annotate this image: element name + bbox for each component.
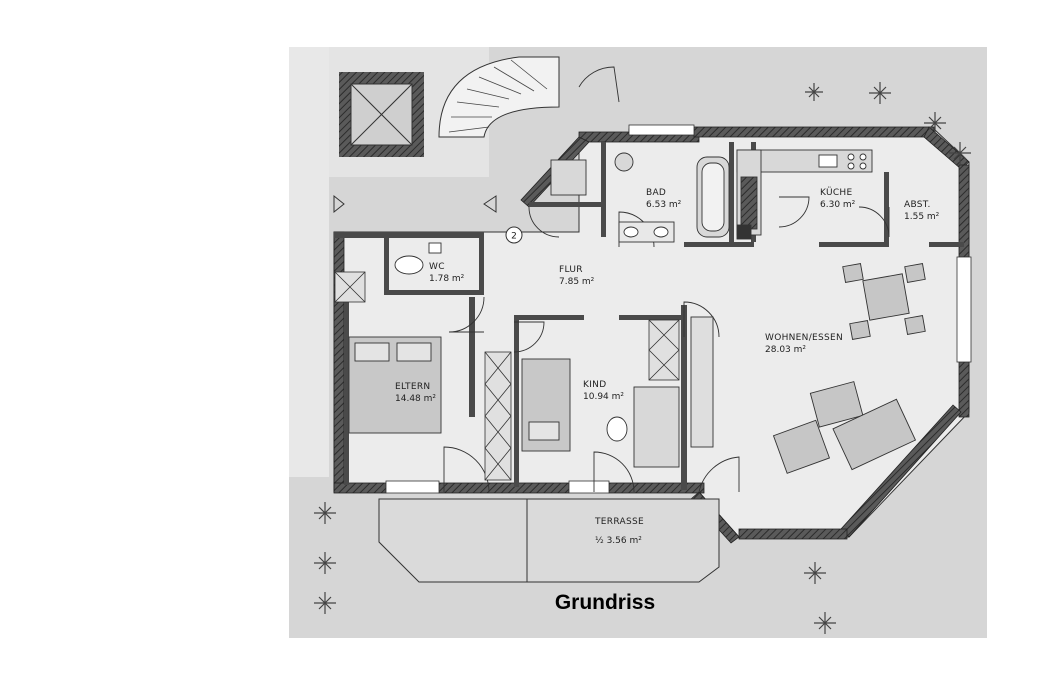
staircase-zone <box>329 47 560 214</box>
door-marker <box>505 226 523 244</box>
bathroom-fixtures <box>394 152 730 442</box>
label-abst: ABST. <box>904 200 931 210</box>
area-flur: 7.85 m² <box>559 277 595 287</box>
label-eltern: ELTERN <box>395 382 430 392</box>
bedroom-furniture <box>348 336 680 468</box>
area-eltern: 14.48 m² <box>395 394 436 404</box>
label-bad: BAD <box>646 188 666 198</box>
kitchen-counter <box>736 149 873 240</box>
terrace-area <box>378 498 720 583</box>
floor-plan: 2 BAD 6.53 m² KÜCHE 6.30 m² ABST. 1.55 m… <box>289 47 987 638</box>
area-abst: 1.55 m² <box>904 212 940 222</box>
area-kueche: 6.30 m² <box>820 200 856 210</box>
label-flur: FLUR <box>559 265 583 275</box>
label-wc: WC <box>429 262 445 272</box>
windows <box>385 124 972 494</box>
area-terrasse: ½ 3.56 m² <box>595 536 642 546</box>
plan-caption: Grundriss <box>554 591 656 614</box>
floor-plan-drawing: 2 BAD 6.53 m² KÜCHE 6.30 m² ABST. 1.55 m… <box>289 47 987 638</box>
area-wohnen: 28.03 m² <box>765 345 806 355</box>
door-marker-label: 2 <box>511 232 517 242</box>
area-kind: 10.94 m² <box>583 392 624 402</box>
living-furniture <box>690 263 926 474</box>
label-kind: KIND <box>583 380 606 390</box>
label-terrasse: TERRASSE <box>594 517 644 527</box>
label-kueche: KÜCHE <box>820 187 853 198</box>
closets <box>334 271 680 481</box>
room-labels: BAD 6.53 m² KÜCHE 6.30 m² ABST. 1.55 m² … <box>395 187 940 546</box>
neighbour-strip <box>289 47 329 477</box>
plant-symbols <box>314 82 971 634</box>
area-bad: 6.53 m² <box>646 200 682 210</box>
area-wc: 1.78 m² <box>429 274 465 284</box>
label-wohnen: WOHNEN/ESSEN <box>765 333 843 343</box>
